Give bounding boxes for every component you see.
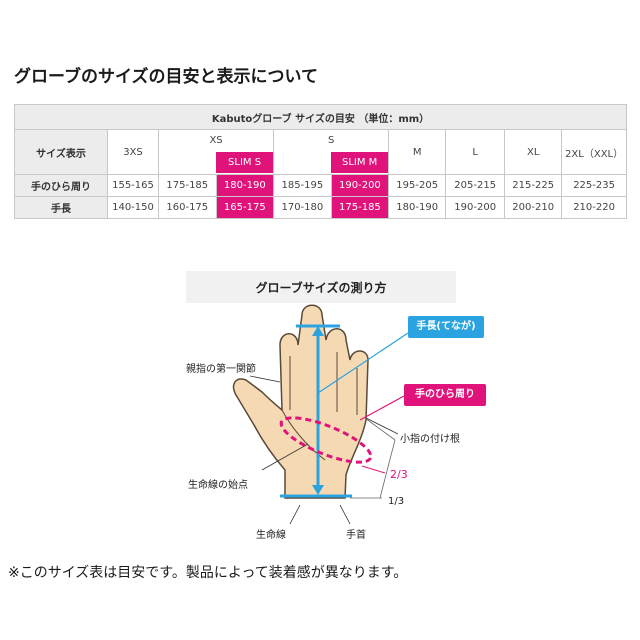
arrow-down-icon	[312, 485, 324, 495]
lifeline-curve	[281, 409, 326, 461]
size-row: サイズ表示 3XS XS SLIM S S SLIM M M L XL 2XL（…	[14, 129, 627, 175]
size-2xl: 2XL（XXL）	[561, 129, 627, 175]
two-thirds-label: 2/3	[390, 468, 408, 481]
ratio-guide	[364, 417, 396, 441]
lifeline-start-leader	[261, 443, 309, 471]
arrow-up-icon	[312, 326, 324, 336]
palm-measure-ellipse	[279, 416, 373, 464]
table-cell: 190-200	[445, 196, 506, 219]
table-cell-highlight: 175-185	[330, 196, 390, 219]
row-label: 手長	[14, 196, 108, 219]
table-cell: 210-220	[561, 196, 627, 219]
little-finger-base-label: 小指の付け根	[400, 434, 460, 445]
size-xs: XS	[209, 135, 223, 146]
size-xs-cell: XS SLIM S	[157, 129, 275, 175]
table-row: 手長 140-150 160-175 165-175 170-180 175-1…	[14, 196, 627, 219]
disclaimer-note: ※このサイズ表は目安です。製品によって装着感が異なります。	[8, 565, 408, 581]
table-cell-highlight: 190-200	[330, 174, 390, 197]
ratio-guide	[379, 439, 396, 499]
two-thirds-leader	[361, 465, 386, 474]
size-label: サイズ表示	[14, 129, 108, 175]
lifeline-start-label: 生命線の始点	[188, 480, 248, 491]
wrist-leader	[339, 504, 351, 525]
size-slim-s: SLIM S	[216, 152, 274, 173]
table-row: 手のひら周り 155-165 175-185 180-190 185-195 1…	[14, 174, 627, 197]
hand-length-leader	[317, 332, 409, 394]
hand-length-tag: 手長(てなが)	[408, 316, 484, 338]
size-s: S	[327, 135, 335, 146]
thumb-joint-label: 親指の第一関節	[186, 364, 256, 375]
table-cell-highlight: 180-190	[215, 174, 275, 197]
palm-leader	[359, 395, 405, 421]
table-cell: 200-210	[504, 196, 563, 219]
diagram-caption: グローブサイズの測り方	[255, 281, 387, 295]
wrist-label: 手首	[346, 530, 366, 541]
size-table: Kabutoグローブ サイズの目安 （単位：mm） サイズ表示 3XS XS S…	[14, 104, 627, 219]
hand-outline	[232, 304, 369, 499]
palm-tag: 手のひら周り	[404, 384, 486, 406]
diagram-caption-box	[186, 271, 456, 303]
lifeline-leader	[289, 504, 301, 525]
little-finger-leader	[365, 417, 399, 435]
hand-illustration	[232, 304, 369, 499]
table-cell: 160-175	[158, 196, 217, 219]
table-cell-highlight: 165-175	[215, 196, 275, 219]
size-xl: XL	[504, 129, 563, 175]
lifeline-label: 生命線	[256, 530, 286, 541]
size-s-cell: S SLIM M	[273, 129, 390, 175]
size-slim-m: SLIM M	[331, 152, 389, 173]
table-cell: 140-150	[107, 196, 159, 219]
page-title: グローブのサイズの目安と表示について	[14, 67, 318, 87]
one-third-label: 1/3	[388, 496, 405, 507]
size-m: M	[388, 129, 447, 175]
thumb-joint-leader	[249, 375, 281, 383]
